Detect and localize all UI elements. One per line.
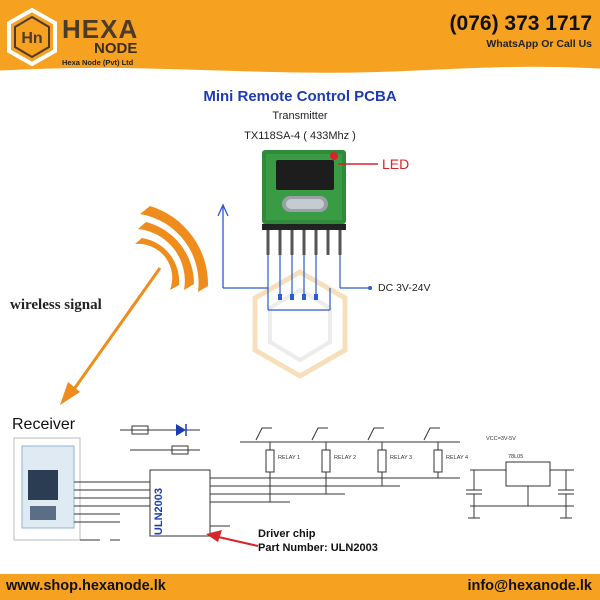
wireless-signal-label: wireless signal	[10, 297, 102, 313]
wireless-wave-icon	[135, 206, 209, 292]
signal-arrow-icon	[60, 267, 162, 405]
model-label: TX118SA-4 ( 433Mhz )	[244, 130, 356, 142]
relay-1-label: RELAY 1	[278, 455, 301, 461]
phone-number[interactable]: (076) 373 1717	[449, 12, 592, 35]
regulator-label: 78L05	[508, 454, 524, 460]
chip-label: ULN2003	[153, 488, 165, 536]
led-diode-icon	[176, 424, 187, 436]
brand-name: HEXA	[62, 14, 139, 44]
email-link[interactable]: info@hexanode.lk	[467, 578, 592, 594]
relay-coils	[240, 427, 460, 502]
brand-sub: NODE	[94, 40, 138, 57]
receiver-module	[13, 437, 120, 541]
relay-2-label: RELAY 2	[334, 455, 357, 461]
page-title: Mini Remote Control PCBA	[203, 88, 397, 105]
receiver-schematic	[80, 425, 460, 541]
driver-chip-label: Driver chip	[258, 528, 316, 540]
footer: www.shop.hexanode.lk info@hexanode.lk	[0, 574, 600, 600]
part-number-label: Part Number: ULN2003	[258, 542, 378, 554]
subtitle: Transmitter	[272, 110, 328, 122]
header-background	[0, 0, 600, 76]
led-label: LED	[382, 156, 410, 172]
receiver-label: Receiver	[12, 416, 76, 433]
brand-company: Hexa Node (Pvt) Ltd	[62, 58, 134, 67]
phone-note: WhatsApp Or Call Us	[486, 38, 592, 50]
relay-4-label: RELAY 4	[446, 455, 469, 461]
website-link[interactable]: www.shop.hexanode.lk	[6, 578, 166, 594]
antenna-icon	[217, 203, 268, 289]
driver-chip-arrow-icon	[206, 530, 259, 547]
relay-3-label: RELAY 3	[390, 455, 413, 461]
svg-text:Hn: Hn	[21, 30, 42, 47]
vcc-note-label: VCC=3V-5V	[486, 436, 516, 442]
hexagon-logo-icon: Hn	[7, 8, 57, 66]
header: Hn HEXA NODE Hexa Node (Pvt) Ltd (076) 3…	[0, 0, 600, 80]
regulator-schematic	[466, 461, 574, 519]
transmitter-pcb	[262, 150, 372, 311]
power-label: DC 3V-24V	[378, 282, 431, 294]
